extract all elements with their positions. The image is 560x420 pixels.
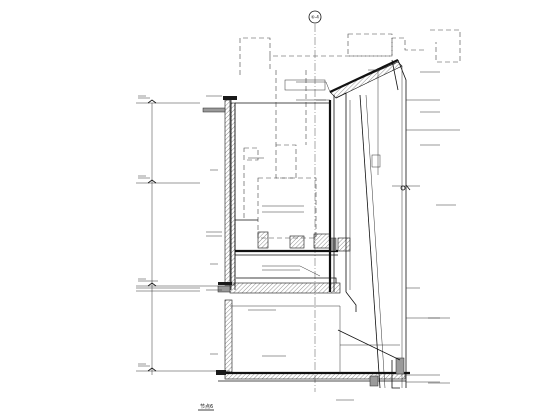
section-title-text: 节点6 [200,404,213,410]
upper-room [235,70,330,239]
section-title: 节点6 [198,404,214,411]
grid-axis-bubble [308,10,322,24]
roof-equipment-outline [239,29,461,75]
left-wall [202,96,237,373]
curtain-wall [359,94,460,389]
annotations [138,69,456,401]
ground-level [216,305,410,389]
main-slab [217,277,341,294]
grid-axis: ⑥-4 [308,10,322,392]
left-elevation-markers [136,97,230,375]
planter-slab [234,219,351,256]
grid-axis-label: ⑥-4 [311,15,319,20]
canopy-structure [328,59,407,388]
